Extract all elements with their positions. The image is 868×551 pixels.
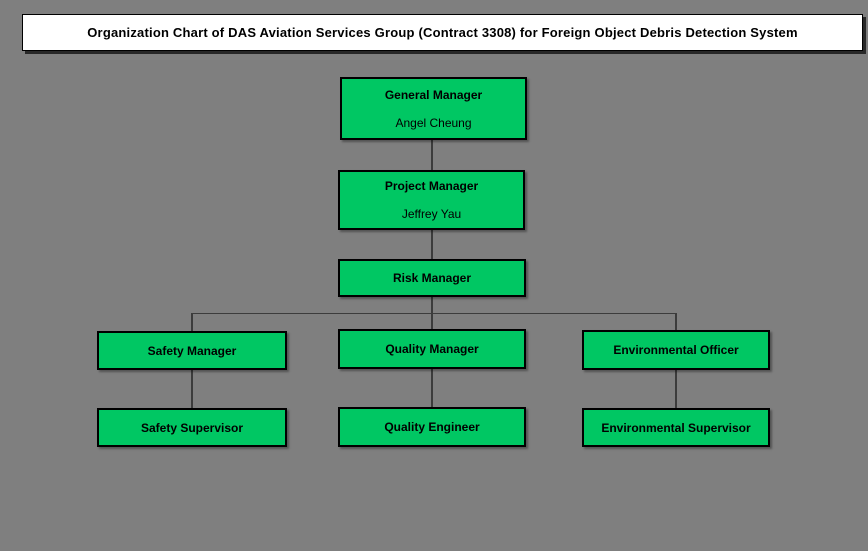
node-general-manager-role: General Manager — [384, 87, 483, 102]
node-safety-manager[interactable]: Safety Manager — [97, 331, 287, 370]
chart-title: Organization Chart of DAS Aviation Servi… — [87, 25, 798, 40]
node-project-manager[interactable]: Project Manager Jeffrey Yau — [338, 170, 525, 230]
node-quality-manager[interactable]: Quality Manager — [338, 329, 526, 369]
chart-title-box: Organization Chart of DAS Aviation Servi… — [22, 14, 863, 51]
node-safety-supervisor[interactable]: Safety Supervisor — [97, 408, 287, 447]
node-environmental-supervisor[interactable]: Environmental Supervisor — [582, 408, 770, 447]
node-project-manager-person: Jeffrey Yau — [401, 207, 462, 221]
connector-environmental-officer-environmental-supervisor — [675, 370, 677, 408]
node-general-manager[interactable]: General Manager Angel Cheung — [340, 77, 527, 140]
node-quality-engineer[interactable]: Quality Engineer — [338, 407, 526, 447]
node-environmental-supervisor-role: Environmental Supervisor — [601, 420, 751, 435]
node-general-manager-person: Angel Cheung — [395, 115, 472, 130]
node-environmental-officer[interactable]: Environmental Officer — [582, 330, 770, 370]
node-quality-manager-role: Quality Manager — [385, 342, 479, 356]
node-quality-engineer-role: Quality Engineer — [384, 420, 480, 434]
node-safety-supervisor-role: Safety Supervisor — [140, 420, 244, 435]
node-environmental-officer-role: Environmental Officer — [613, 343, 739, 357]
connector-general-manager-project-manager — [431, 139, 433, 170]
connector-project-manager-risk-manager — [431, 230, 433, 259]
connector-branch-safety-manager — [191, 313, 193, 331]
connector-safety-manager-safety-supervisor — [191, 370, 193, 408]
connector-branch-horizontal — [192, 313, 677, 314]
connector-quality-manager-quality-engineer — [431, 369, 433, 407]
node-risk-manager[interactable]: Risk Manager — [338, 259, 526, 297]
node-project-manager-role: Project Manager — [384, 179, 479, 193]
node-safety-manager-role: Safety Manager — [147, 343, 237, 358]
connector-branch-environmental-officer — [675, 313, 677, 331]
node-risk-manager-role: Risk Manager — [392, 271, 472, 285]
